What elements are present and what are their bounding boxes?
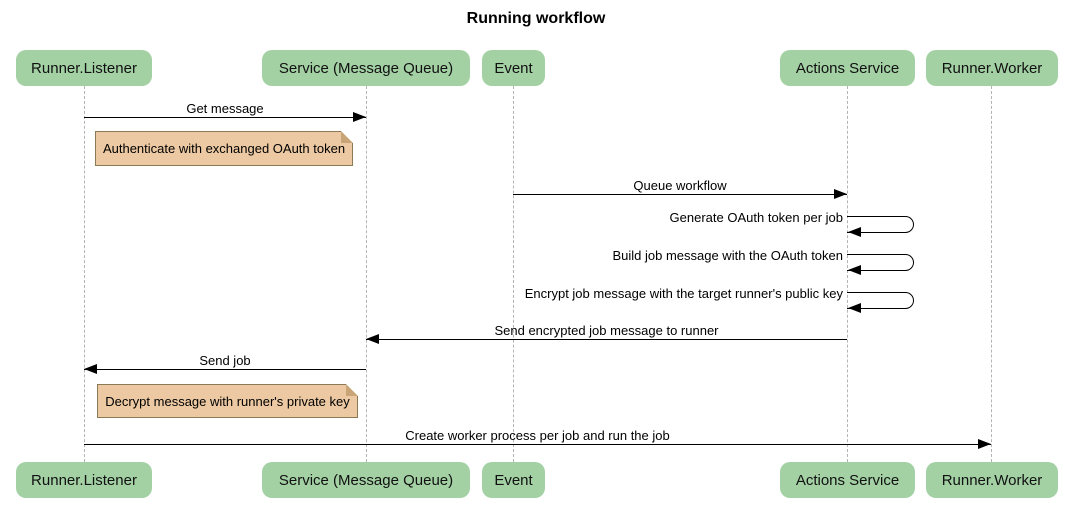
lifeline-actions-service xyxy=(847,86,848,462)
message-label-send-encrypted-job: Send encrypted job message to runner xyxy=(494,323,719,338)
note-decrypt: Decrypt message with runner's private ke… xyxy=(97,384,358,418)
arrowhead-left-icon xyxy=(84,364,97,374)
message-label-send-job: Send job xyxy=(199,353,251,368)
message-line-send-encrypted-job xyxy=(366,339,847,341)
actor-runner-worker-bottom: Runner.Worker xyxy=(926,462,1058,498)
message-label-create-worker: Create worker process per job and run th… xyxy=(405,428,670,443)
lifeline-event xyxy=(513,86,514,462)
arrowhead-left-icon xyxy=(848,265,861,275)
message-label-queue-workflow: Queue workflow xyxy=(633,178,727,193)
arrowhead-right-icon xyxy=(834,189,847,199)
arrowhead-left-icon xyxy=(848,303,861,313)
note-authenticate-text: Authenticate with exchanged OAuth token xyxy=(102,141,346,156)
actor-service-message-queue-bottom: Service (Message Queue) xyxy=(262,462,470,498)
actor-runner-listener-bottom: Runner.Listener xyxy=(16,462,152,498)
lifeline-runner-worker xyxy=(991,86,992,462)
actor-event-top: Event xyxy=(482,50,545,86)
arrowhead-left-icon xyxy=(366,334,379,344)
actor-event-bottom: Event xyxy=(482,462,545,498)
note-fold-icon xyxy=(346,384,358,396)
note-authenticate: Authenticate with exchanged OAuth token xyxy=(95,131,353,166)
actor-runner-worker-top: Runner.Worker xyxy=(926,50,1058,86)
message-label-generate-oauth-token: Generate OAuth token per job xyxy=(669,210,843,225)
note-fold-icon xyxy=(341,131,353,143)
arrowhead-right-icon xyxy=(978,439,991,449)
lifeline-runner-listener xyxy=(84,86,85,462)
self-message-loop xyxy=(847,216,914,233)
self-message-loop xyxy=(847,254,914,271)
message-label-get-message: Get message xyxy=(186,101,264,116)
message-line-get-message xyxy=(84,117,366,119)
message-label-build-job-message: Build job message with the OAuth token xyxy=(612,248,843,263)
arrowhead-right-icon xyxy=(353,112,366,122)
actor-runner-listener-top: Runner.Listener xyxy=(16,50,152,86)
message-line-queue-workflow xyxy=(513,194,847,196)
diagram-title: Running workflow xyxy=(466,10,606,27)
message-label-encrypt-job-message: Encrypt job message with the target runn… xyxy=(524,286,843,301)
arrowhead-left-icon xyxy=(848,227,861,237)
lifeline-service-message-queue xyxy=(366,86,367,462)
actor-service-message-queue-top: Service (Message Queue) xyxy=(262,50,470,86)
self-message-loop xyxy=(847,292,914,309)
message-line-send-job xyxy=(84,369,366,371)
actor-actions-service-top: Actions Service xyxy=(780,50,915,86)
actor-actions-service-bottom: Actions Service xyxy=(780,462,915,498)
message-line-create-worker xyxy=(84,444,991,446)
note-decrypt-text: Decrypt message with runner's private ke… xyxy=(105,393,350,409)
